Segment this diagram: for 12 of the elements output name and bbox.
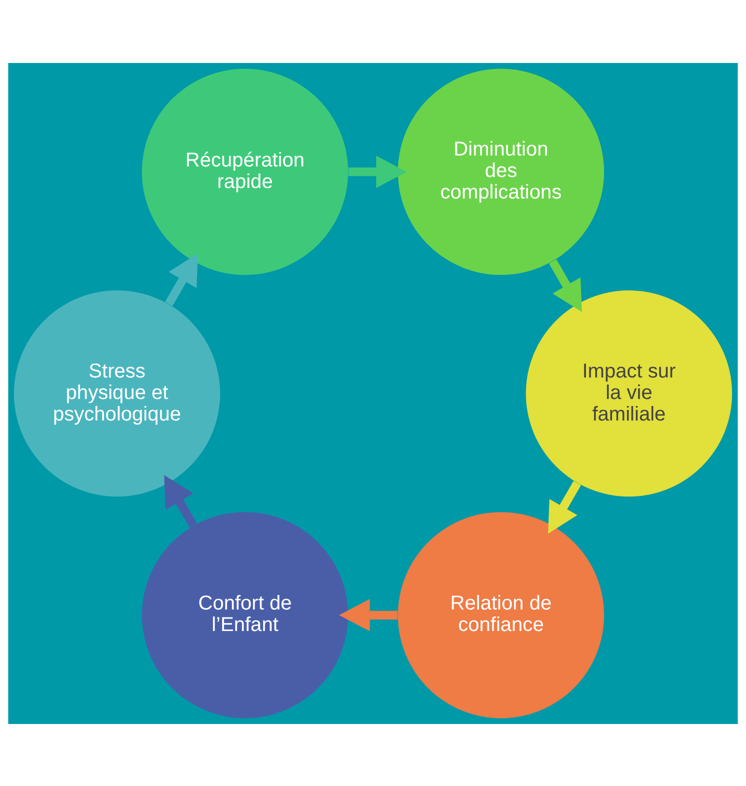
- arrow: [548, 258, 582, 312]
- node-circle: Récupération rapide: [142, 68, 348, 274]
- node-circle: Stress physique et psychologique: [14, 290, 220, 496]
- node-circle: Relation de confiance: [398, 512, 604, 718]
- arrow: [165, 252, 198, 306]
- arrow: [548, 480, 581, 534]
- node-circle: Confort de l’Enfant: [142, 512, 348, 718]
- arrow: [339, 598, 398, 631]
- arrow: [348, 155, 407, 188]
- node-circle: Diminution des complications: [398, 68, 604, 274]
- node-circle: Impact sur la vie familiale: [526, 290, 732, 496]
- arrow: [164, 474, 198, 528]
